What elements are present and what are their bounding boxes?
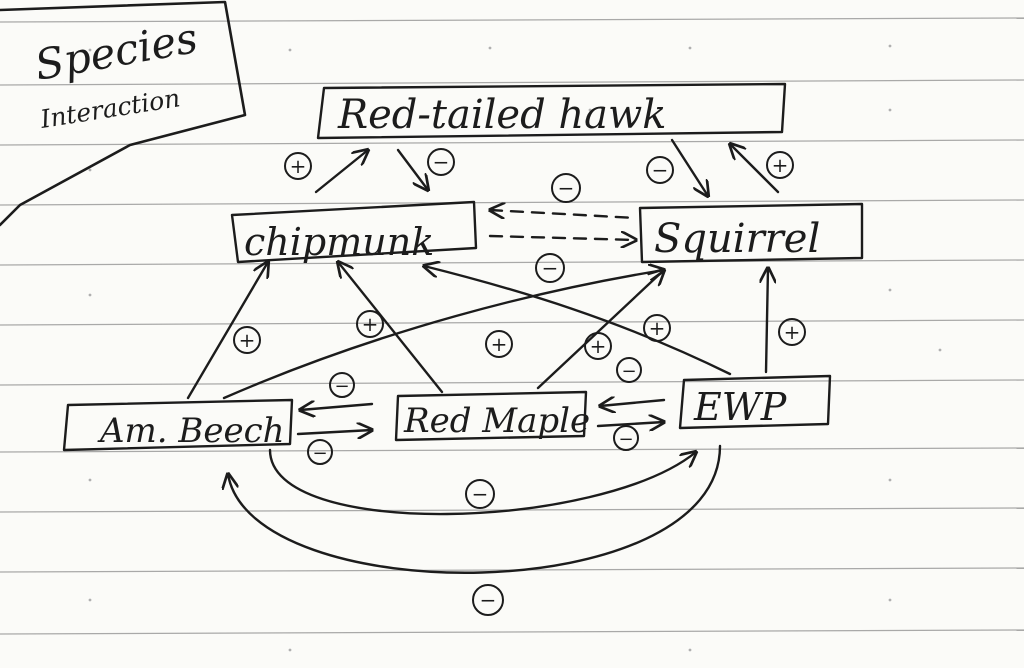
svg-text:−: − [433, 150, 450, 174]
svg-text:+: + [784, 320, 801, 344]
sign-ewp-to-chipmunk: + [643, 314, 671, 342]
arrow-maple-to-squirrel [536, 270, 664, 390]
sign-beech-to-chipmunk: + [233, 326, 261, 354]
node-hawk-label: Red-tailed hawk [337, 92, 667, 138]
node-beech: Am. Beech [62, 398, 294, 452]
arrow-beech-to-maple [296, 430, 372, 434]
sign-hawk-to-chipmunk: − [427, 148, 455, 176]
arrow-beech-to-squirrel [222, 270, 664, 400]
svg-text:−: − [334, 376, 349, 397]
sign-maple-to-beech: − [329, 372, 355, 398]
svg-text:−: − [480, 588, 497, 612]
sign-ewp-to-maple: − [616, 357, 642, 383]
node-maple: Red Maple [394, 390, 590, 442]
node-maple-label: Red Maple [403, 401, 590, 441]
arrow-ewp-to-maple [600, 400, 666, 406]
node-squirrel-label: Squirrel [654, 216, 820, 262]
arrow-chipmunk-squirrel-top [490, 210, 638, 218]
arrow-chipmunk-to-hawk [314, 150, 368, 194]
arrow-maple-to-ewp [596, 422, 664, 426]
node-ewp-label: EWP [693, 385, 788, 429]
svg-text:+: + [491, 332, 508, 356]
sign-ewp-to-squirrel: + [778, 318, 806, 346]
arrows [186, 138, 780, 574]
sign-maple-to-squirrel: + [584, 332, 612, 360]
node-squirrel: Squirrel [638, 202, 864, 264]
arrow-chipmunk-squirrel-bottom [488, 236, 636, 240]
node-ewp: EWP [678, 374, 832, 430]
svg-text:−: − [621, 361, 636, 382]
sign-chipmunk-squirrel-bottom: − [535, 253, 565, 283]
svg-text:+: + [362, 312, 379, 336]
arrow-squirrel-to-hawk [730, 144, 780, 194]
sign-chipmunk-to-hawk: + [284, 152, 312, 180]
arrow-beech-to-ewp [268, 448, 696, 516]
arrow-ewp-to-chipmunk [424, 266, 732, 376]
title-line2: Interaction [37, 83, 182, 134]
arrow-hawk-to-squirrel [670, 138, 708, 196]
sign-maple-to-chipmunk: + [356, 310, 384, 338]
sign-squirrel-to-hawk: + [766, 151, 794, 179]
sign-beech-to-maple: − [307, 439, 333, 465]
sign-beech-to-ewp: − [465, 479, 495, 509]
arrow-maple-to-beech [300, 404, 374, 410]
arrow-maple-to-chipmunk [338, 262, 444, 394]
svg-text:−: − [472, 482, 489, 506]
svg-text:+: + [590, 334, 607, 358]
svg-text:−: − [542, 256, 559, 280]
title-box: Species Interaction [0, 0, 247, 227]
node-hawk: Red-tailed hawk [316, 82, 787, 140]
svg-text:+: + [649, 316, 666, 340]
arrow-beech-to-chipmunk [186, 262, 268, 400]
node-chipmunk: chipmunk [230, 200, 478, 264]
arrow-ewp-to-beech [228, 444, 722, 574]
sign-ewp-to-beech: − [472, 584, 504, 616]
sign-markers: + − − + − − + + + + + + − − − − − − [233, 148, 806, 616]
svg-text:+: + [290, 154, 307, 178]
arrow-hawk-to-chipmunk [396, 148, 428, 190]
svg-text:−: − [558, 176, 575, 200]
sign-beech-to-squirrel: + [485, 330, 513, 358]
title-line1: Species [31, 13, 201, 90]
svg-text:−: − [312, 443, 327, 464]
sign-maple-to-ewp: − [613, 425, 639, 451]
svg-text:−: − [652, 158, 669, 182]
sign-chipmunk-squirrel-top: − [551, 173, 581, 203]
sign-hawk-to-squirrel: − [646, 156, 674, 184]
svg-text:−: − [618, 429, 633, 450]
grid-dots [88, 44, 942, 652]
arrow-ewp-to-squirrel [766, 268, 768, 374]
svg-text:+: + [772, 153, 789, 177]
svg-text:+: + [239, 328, 256, 352]
node-beech-label: Am. Beech [97, 411, 285, 451]
node-chipmunk-label: chipmunk [244, 220, 434, 264]
